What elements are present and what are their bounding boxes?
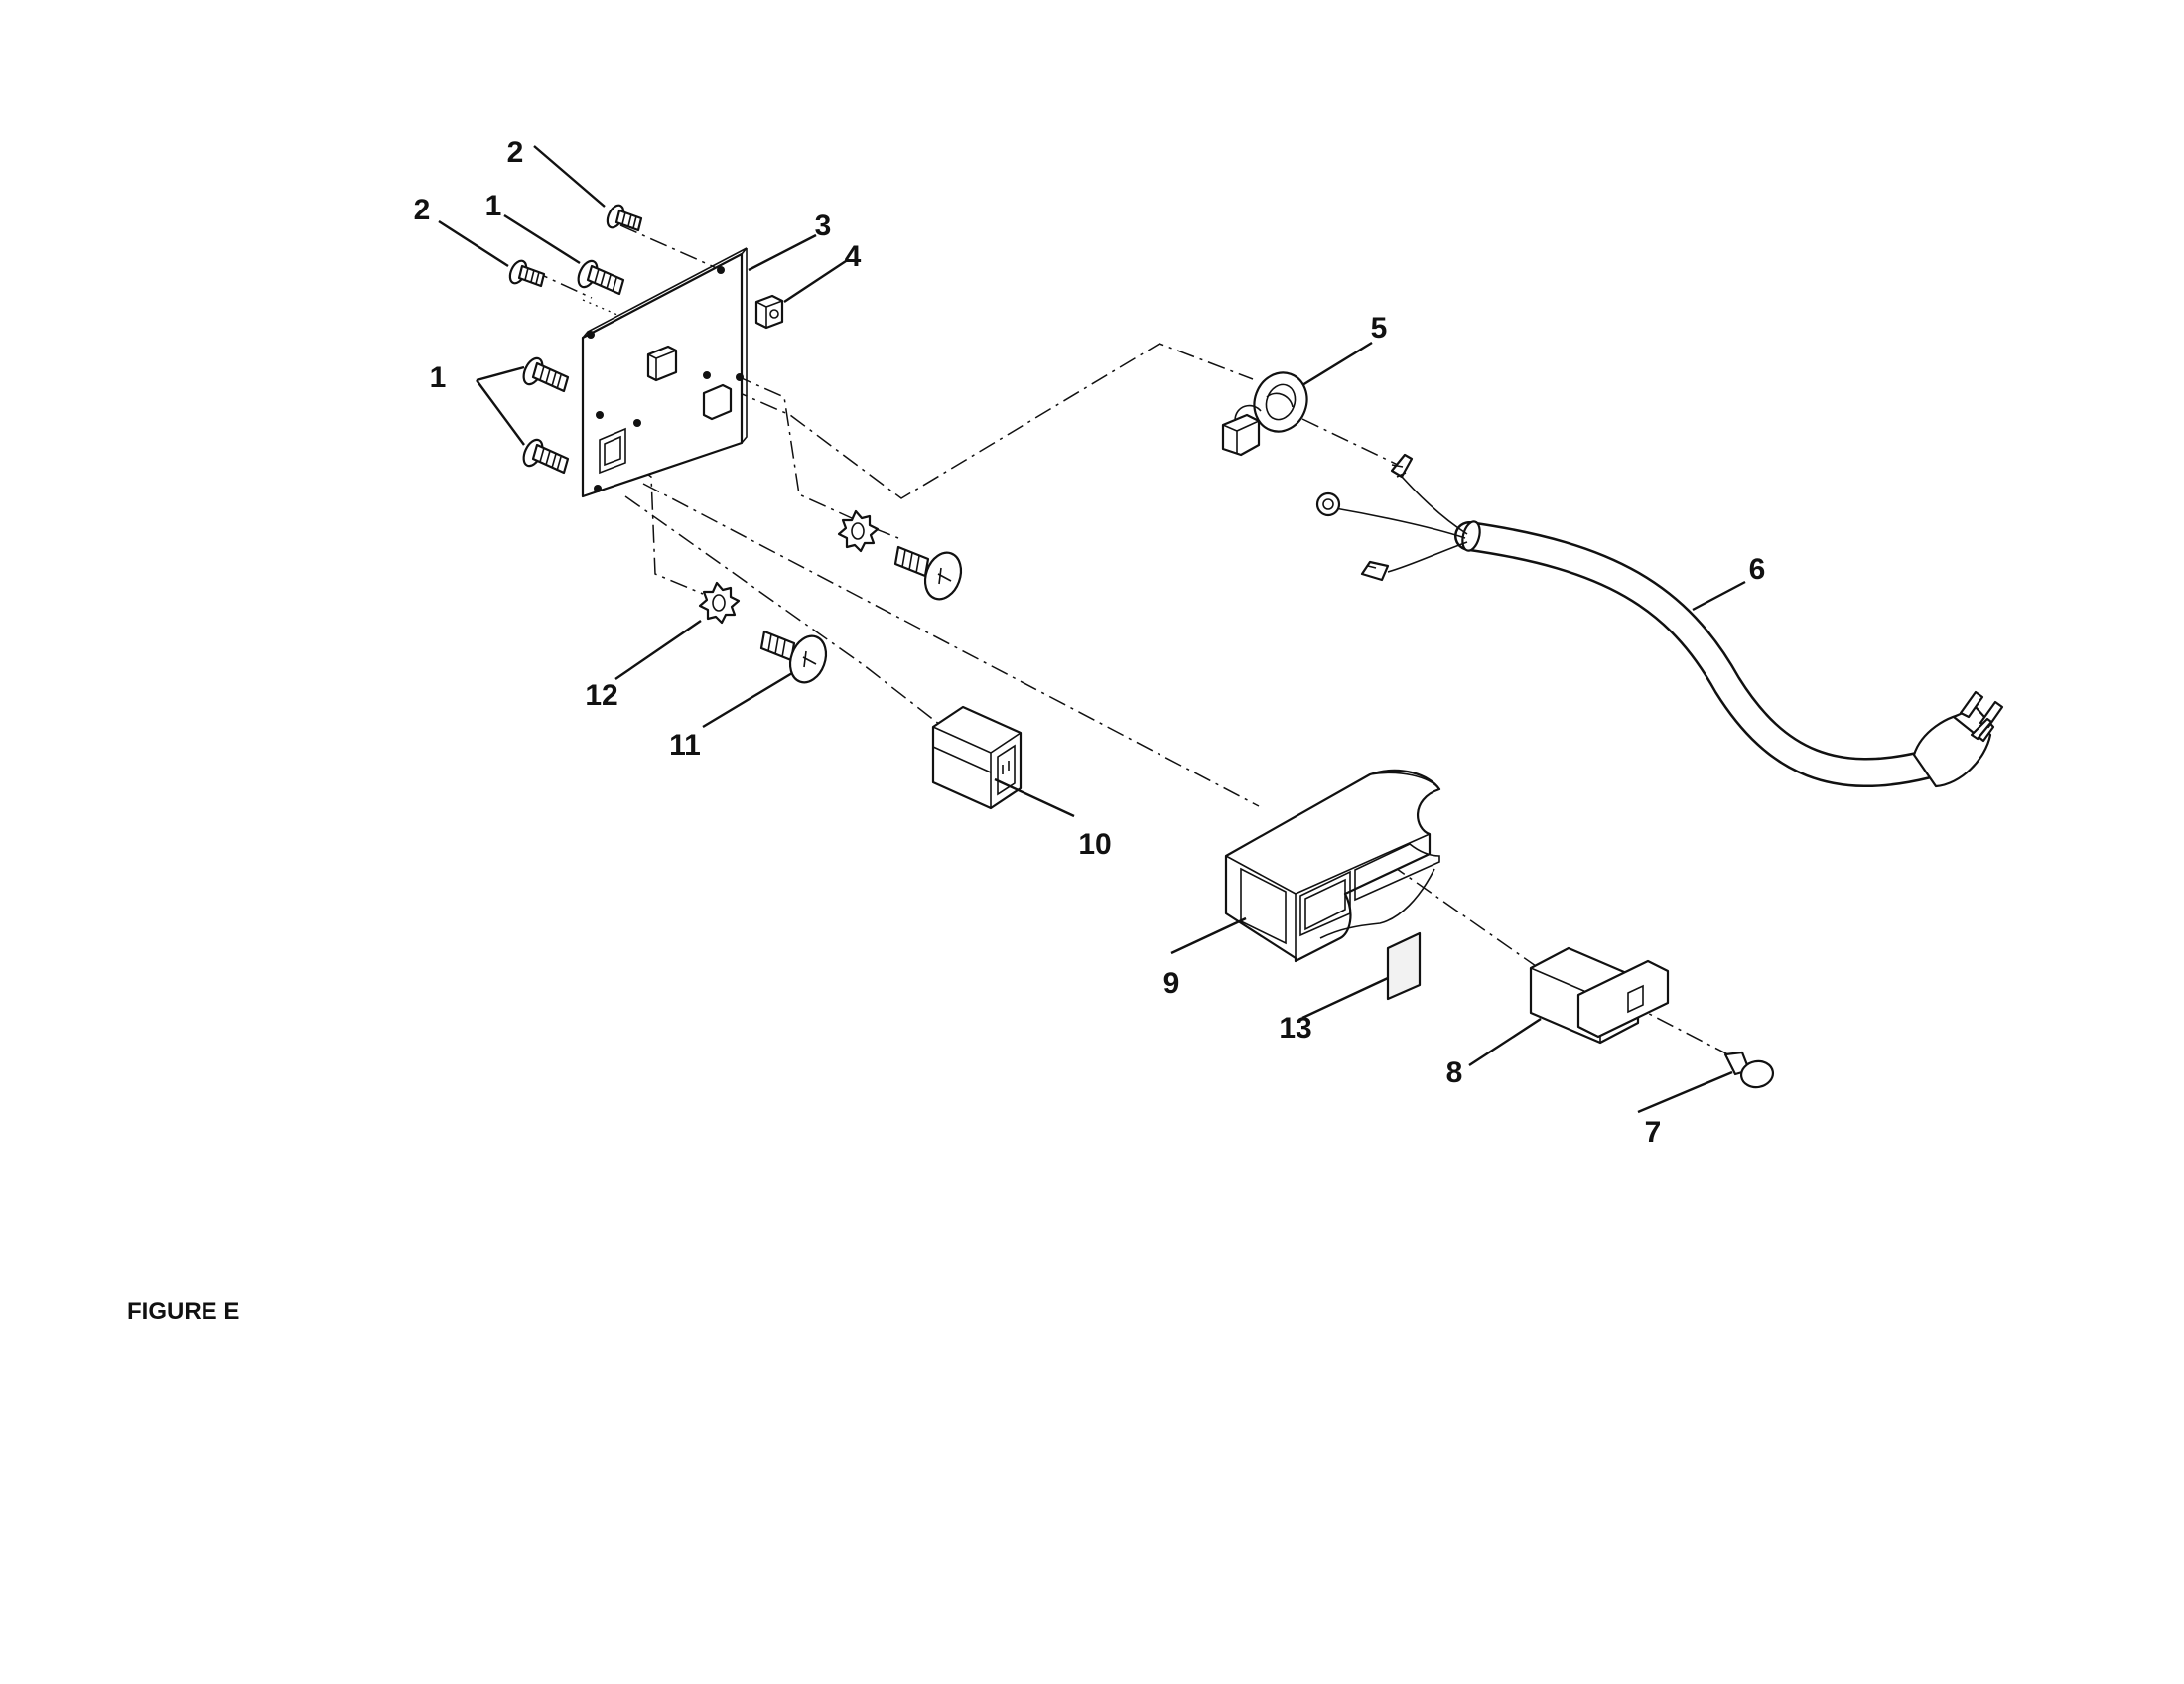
switch-key [1723, 1051, 1775, 1089]
screw-1-top [577, 259, 625, 296]
screw-2-top [606, 204, 643, 232]
screw-1-upper [522, 356, 570, 393]
callout-2-left: 2 [414, 194, 431, 226]
power-cord [1315, 453, 2004, 788]
callout-10: 10 [1078, 828, 1111, 861]
callout-2-top: 2 [507, 136, 524, 169]
screw-2-left [508, 259, 546, 288]
callout-11: 11 [669, 729, 701, 762]
star-washer-right [837, 509, 880, 553]
callout-4: 4 [845, 240, 862, 273]
star-washer-left [698, 581, 741, 625]
callout-5: 5 [1371, 312, 1388, 345]
square-nut [754, 294, 784, 330]
truss-screw-left [759, 630, 828, 684]
callout-3: 3 [815, 210, 832, 242]
callout-7: 7 [1645, 1116, 1662, 1149]
switch-box [1224, 769, 1441, 963]
figure-caption: FIGURE E [127, 1298, 239, 1325]
callout-1-top: 1 [485, 190, 502, 222]
callout-leader-lines [438, 145, 1746, 1114]
callout-labels: 2 2 1 3 4 1 5 6 7 8 9 13 10 11 12 [414, 136, 1766, 1149]
callout-12: 12 [585, 679, 617, 712]
rocker-switch [1529, 946, 1670, 1045]
switch-label [1386, 931, 1422, 1001]
callout-1-pair: 1 [430, 361, 447, 394]
callout-8: 8 [1446, 1056, 1463, 1089]
mounting-plate [581, 247, 748, 498]
strain-relief-bushing [1221, 371, 1308, 457]
receptacle-outlet [931, 705, 1023, 810]
callout-13: 13 [1279, 1012, 1311, 1045]
callout-6: 6 [1749, 553, 1766, 586]
callout-9: 9 [1163, 967, 1180, 1000]
screw-1-lower [522, 438, 570, 475]
truss-screw-right [893, 545, 963, 601]
